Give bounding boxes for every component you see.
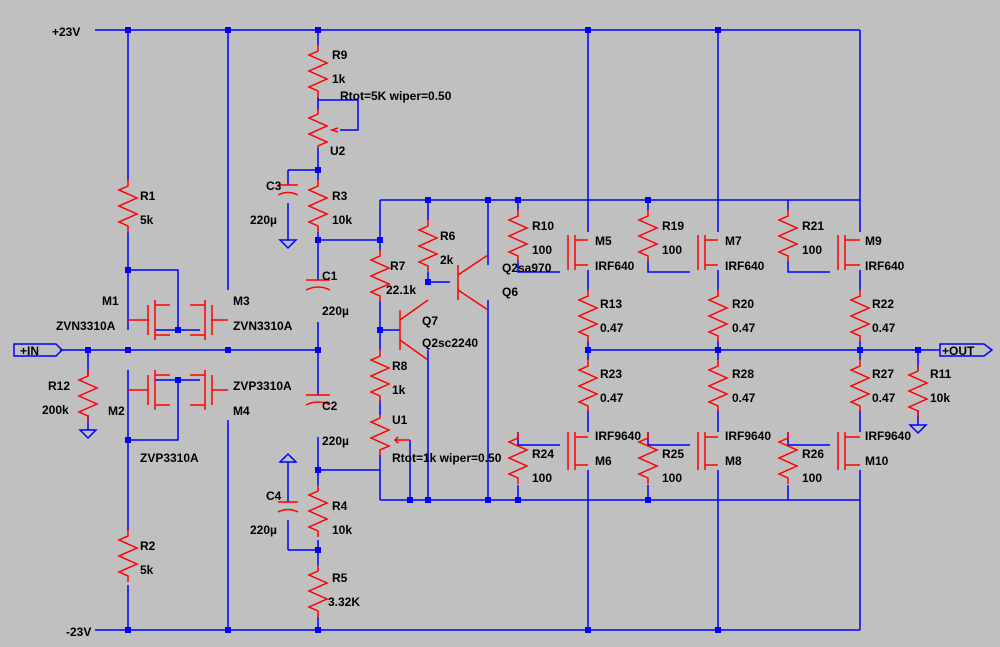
label-components-r21-val: 100 [802, 243, 822, 257]
label-components-r27-ref: R27 [872, 367, 894, 381]
label-components-r1-val: 5k [140, 213, 154, 227]
transistors [128, 235, 860, 470]
label-components-r12-val: 200k [42, 403, 69, 417]
label-components-m2-val: ZVP3310A [140, 451, 199, 465]
label-components-r27-val: 0.47 [872, 391, 896, 405]
resistors [78, 44, 928, 618]
label-components-r23-val: 0.47 [600, 391, 624, 405]
wires [60, 29, 940, 631]
label-components-r20-val: 0.47 [732, 321, 756, 335]
label-components-u1-val: Rtot=1k wiper=0.50 [392, 451, 502, 465]
label-components-c3-val: 220µ [250, 213, 277, 227]
label-components-u2-ref: U2 [330, 144, 346, 158]
label-components-m3-ref: M3 [233, 294, 250, 308]
label-components-m8-ref: M8 [725, 454, 742, 468]
label-components-r28-val: 0.47 [732, 391, 756, 405]
label-components-r25-ref: R25 [662, 447, 684, 461]
label-components-r6-val: 2k [440, 253, 454, 267]
label-components-q7-val: Q2sc2240 [422, 336, 478, 350]
label-components-r19-ref: R19 [662, 219, 684, 233]
label-components-r5-ref: R5 [332, 571, 348, 585]
label-components-m4-val: ZVP3310A [233, 379, 292, 393]
label-components-r25-val: 100 [662, 471, 682, 485]
label-components-u2-val: Rtot=5K wiper=0.50 [340, 89, 452, 103]
label-components-m6-val: IRF9640 [595, 429, 641, 443]
label-components-r22-val: 0.47 [872, 321, 896, 335]
label-components-c1-val: 220µ [322, 304, 349, 318]
label-components-r24-ref: R24 [532, 447, 554, 461]
label-components-c2-val: 220µ [322, 434, 349, 448]
capacitors [277, 184, 331, 513]
label-components-m9-ref: M9 [865, 234, 882, 248]
label-components-r8-ref: R8 [392, 359, 408, 373]
label-components-u1-ref: U1 [392, 413, 408, 427]
label-components-r24-val: 100 [532, 471, 552, 485]
label-components-m4-ref: M4 [233, 404, 250, 418]
ground-symbols [78, 239, 928, 463]
label-components-r2-ref: R2 [140, 539, 156, 553]
label-components-r28-ref: R28 [732, 367, 754, 381]
label-components-r11-val: 10k [930, 391, 950, 405]
label-components-m1-ref: M1 [102, 294, 119, 308]
rail-pos-label: +23V [52, 25, 80, 39]
label-components-r26-val: 100 [802, 471, 822, 485]
label-components-r8-val: 1k [392, 383, 406, 397]
output-port: +OUT [939, 343, 994, 358]
label-components-m2-ref: M2 [108, 404, 125, 418]
labels: +23V -23V R9 1k Rtot=5K wiper=0.50 U2 C3… [42, 25, 952, 639]
label-components-m6-ref: M6 [595, 454, 612, 468]
label-components-r21-ref: R21 [802, 219, 824, 233]
label-components-r20-ref: R20 [732, 297, 754, 311]
label-components-m10-ref: M10 [865, 454, 889, 468]
label-components-m7-ref: M7 [725, 234, 742, 248]
label-ports-out: +OUT [942, 344, 975, 358]
label-components-m10-val: IRF9640 [865, 429, 911, 443]
label-components-r26-ref: R26 [802, 447, 824, 461]
label-components-q6-ref: Q6 [502, 285, 518, 299]
label-components-r6-ref: R6 [440, 229, 456, 243]
label-components-r11-ref: R11 [930, 367, 952, 381]
label-components-m7-val: IRF640 [725, 259, 765, 273]
label-components-r7-ref: R7 [390, 259, 406, 273]
label-components-q6-val: Q2sa970 [502, 261, 552, 275]
rail-neg-label: -23V [66, 625, 91, 639]
label-components-r9-val: 1k [332, 72, 346, 86]
label-components-r3-ref: R3 [332, 189, 348, 203]
label-components-r4-ref: R4 [332, 499, 348, 513]
label-components-r12-ref: R12 [48, 379, 70, 393]
label-components-c3-ref: C3 [266, 179, 282, 193]
label-components-c1-ref: C1 [322, 269, 338, 283]
junctions [85, 27, 921, 633]
label-components-r13-ref: R13 [600, 297, 622, 311]
label-components-r7-val: 22.1k [386, 283, 416, 297]
label-components-r23-ref: R23 [600, 367, 622, 381]
label-components-r19-val: 100 [662, 243, 682, 257]
label-components-r4-val: 10k [332, 523, 352, 537]
label-components-r1-ref: R1 [140, 189, 156, 203]
label-components-r22-ref: R22 [872, 297, 894, 311]
label-components-m3-val: ZVN3310A [233, 319, 293, 333]
label-components-m8-val: IRF9640 [725, 429, 771, 443]
label-components-q7-ref: Q7 [422, 314, 438, 328]
label-components-r5-val: 3.32K [328, 595, 360, 609]
input-port: +IN [13, 343, 64, 358]
label-components-r10-ref: R10 [532, 219, 554, 233]
label-components-r13-val: 0.47 [600, 321, 624, 335]
label-components-r9-ref: R9 [332, 48, 348, 62]
label-components-m5-ref: M5 [595, 234, 612, 248]
label-ports-in: +IN [20, 344, 39, 358]
label-components-m9-val: IRF640 [865, 259, 905, 273]
label-components-r10-val: 100 [532, 243, 552, 257]
label-components-m5-val: IRF640 [595, 259, 635, 273]
label-components-r3-val: 10k [332, 213, 352, 227]
label-components-r2-val: 5k [140, 563, 154, 577]
label-components-c4-ref: C4 [266, 489, 282, 503]
label-components-c4-val: 220µ [250, 523, 277, 537]
label-components-m1-val: ZVN3310A [56, 319, 116, 333]
label-components-c2-ref: C2 [322, 399, 338, 413]
